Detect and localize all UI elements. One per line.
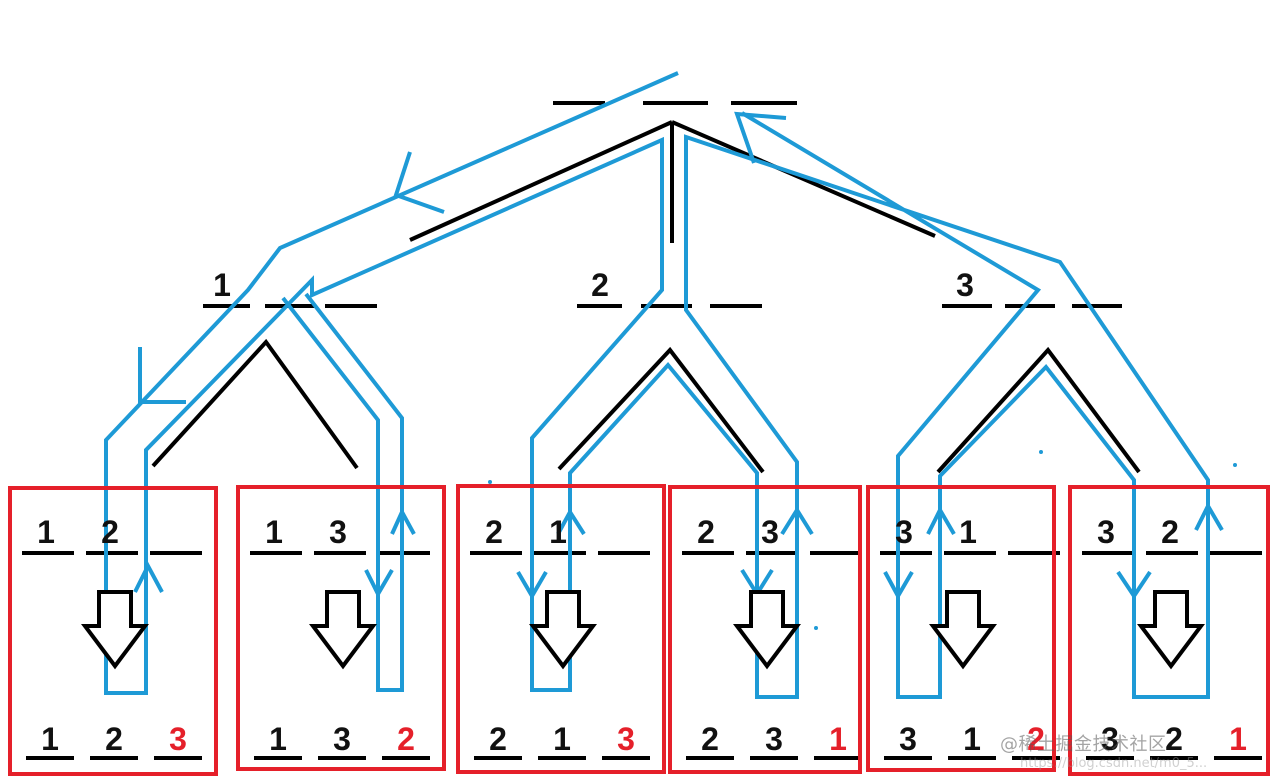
leaf-1-prefix-digit-1: 1 <box>37 514 55 550</box>
labels-layer: 1 2 3 1 2 1 2 3 1 3 1 3 2 2 1 2 1 3 2 3 2 3 1 3 1 3 1 2 3 2 3 2 1 <box>37 267 1247 757</box>
hollow-down-arrow-icon-5 <box>929 590 997 670</box>
arrowhead-icon-leaf5-down <box>883 570 914 601</box>
watermark: @稀土掘金技术社区 <box>1000 734 1167 755</box>
path-leaf2-loop <box>281 292 404 692</box>
leaf-box-3 <box>456 484 666 774</box>
root-branch-left <box>409 120 673 242</box>
leaf-4-result-digit-3: 1 <box>829 721 847 757</box>
leaf-2-prefix-digit-1: 1 <box>265 514 283 550</box>
leaf-6-result-digit-3: 1 <box>1229 721 1247 757</box>
leaf-3-result-digit-1: 2 <box>489 721 507 757</box>
watermark-url: https://blog.csdn.net/m0_5... <box>1020 756 1208 771</box>
leaf-2-result-digit-1: 1 <box>269 721 287 757</box>
leaf-5-result-digit-3: 2 <box>1027 721 1045 757</box>
leaf-box-1 <box>8 486 218 776</box>
arrowhead-icon-leaf1-up <box>133 561 164 593</box>
level1-node-1-branches <box>151 338 359 470</box>
arrowhead-icon-leaf4-up <box>780 506 814 536</box>
leaf-box-6 <box>1068 485 1270 776</box>
leaf-box-4 <box>668 485 862 774</box>
hollow-down-arrow-icon-3 <box>529 590 597 670</box>
leaf-4-prefix-digit-2: 3 <box>761 514 779 550</box>
leaf-3-result-digit-3: 3 <box>617 721 635 757</box>
stray-dot-3 <box>1233 463 1237 467</box>
leaf-box-5 <box>866 485 1056 772</box>
leaf-2-prefix-digit-2: 3 <box>329 514 347 550</box>
level1-label-3: 3 <box>956 267 974 303</box>
leaf-1-result-digit-3: 3 <box>169 721 187 757</box>
leaf-5-prefix-digit-1: 3 <box>895 514 913 550</box>
arrowhead-icon-leaf6-down <box>1116 570 1152 600</box>
leaf-5-prefix-digit-2: 1 <box>959 514 977 550</box>
leaf-5-result-digit-1: 3 <box>899 721 917 757</box>
leaf-3-result-digit-2: 1 <box>553 721 571 757</box>
hollow-down-arrow-icon-1 <box>81 590 149 670</box>
traversal-path-layer <box>104 71 1237 699</box>
leaf-1-prefix-digit-2: 2 <box>101 514 119 550</box>
leaf-1-result-digit-2: 2 <box>105 721 123 757</box>
stray-dot-2 <box>1039 450 1043 454</box>
leaf-box-2 <box>236 485 446 771</box>
arrowhead-icon-leaf3-down <box>516 570 548 600</box>
leaf-4-result-digit-2: 3 <box>765 721 783 757</box>
leaf-4-prefix-digit-1: 2 <box>697 514 715 550</box>
leaf-boxes-layer <box>8 484 1270 776</box>
hollow-down-arrow-icon-6 <box>1137 590 1205 670</box>
leaf-3-prefix-digit-2: 1 <box>549 514 567 550</box>
leaf-2-result-digit-3: 2 <box>397 721 415 757</box>
arrowhead-icon-leaf3-up <box>556 508 586 536</box>
leaf-4-result-digit-1: 2 <box>701 721 719 757</box>
level1-node-3-branches <box>936 346 1141 474</box>
hollow-down-arrow-icon-4 <box>733 590 801 670</box>
level1-label-1: 1 <box>213 267 231 303</box>
arrowhead-icon-leaf5-up <box>926 505 956 536</box>
hollow-down-arrow-icon-2 <box>309 590 377 670</box>
level1-label-2: 2 <box>591 267 609 303</box>
leaf-6-prefix-digit-2: 2 <box>1161 514 1179 550</box>
level1-node-2-branches <box>557 346 765 474</box>
leaf-6-result-digit-2: 2 <box>1165 721 1183 757</box>
arrowhead-icon-leaf2-up <box>390 507 416 535</box>
leaf-6-result-digit-1: 3 <box>1101 721 1119 757</box>
leaf-6-prefix-digit-1: 3 <box>1097 514 1115 550</box>
arrowhead-icon-leaf6-up <box>1194 501 1224 532</box>
stray-dot-4 <box>814 626 818 630</box>
root-branch-right <box>671 120 936 238</box>
tree-layer <box>22 101 1262 760</box>
path-outer <box>104 71 1210 699</box>
arrowhead-icon-root-left <box>393 151 445 214</box>
arrowhead-icon-root-right <box>734 111 787 164</box>
arrowhead-icon-leaf2-down <box>364 568 394 599</box>
leaf-1-result-digit-1: 1 <box>41 721 59 757</box>
leaf-3-prefix-digit-1: 2 <box>485 514 503 550</box>
arrowhead-icon-leaf1-entry <box>138 347 186 404</box>
stray-dot-1 <box>488 480 492 484</box>
leaf-5-result-digit-2: 1 <box>963 721 981 757</box>
leaf-2-result-digit-2: 3 <box>333 721 351 757</box>
